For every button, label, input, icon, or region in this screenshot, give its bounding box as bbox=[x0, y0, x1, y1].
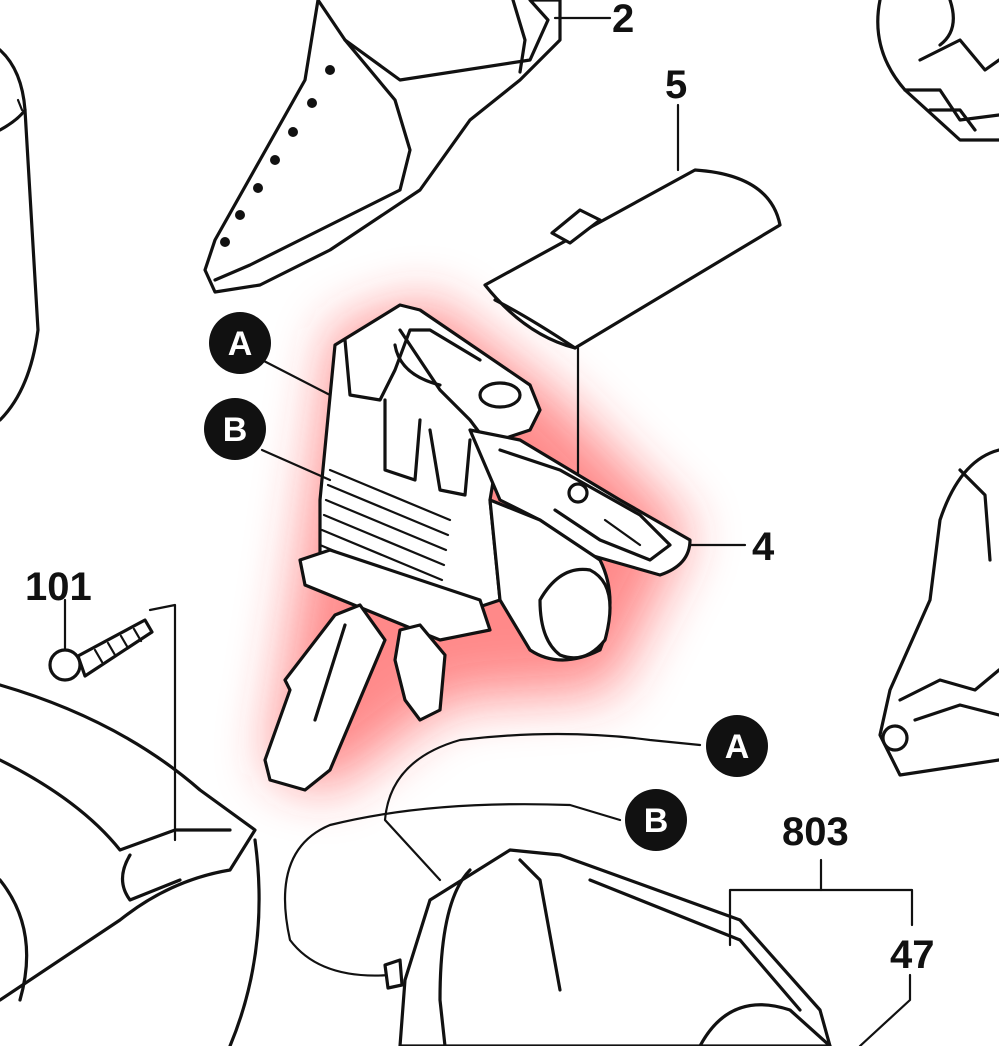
housing-right-side bbox=[878, 448, 999, 777]
badge-a-lower: A bbox=[706, 715, 768, 777]
part-label-5: 5 bbox=[665, 63, 687, 107]
badge-b-upper-text: B bbox=[223, 411, 248, 449]
part-label-4: 4 bbox=[752, 525, 775, 569]
badge-a-upper-leader bbox=[260, 358, 332, 397]
part-label-803: 803 bbox=[782, 810, 849, 854]
part-label-47: 47 bbox=[890, 933, 935, 977]
motor-assembly-803 bbox=[383, 848, 914, 1046]
badge-b-lower-text: B bbox=[644, 802, 669, 840]
housing-cylinder-left bbox=[0, 48, 40, 422]
part-4-switch-assembly bbox=[263, 303, 747, 792]
part-101-screw bbox=[48, 598, 177, 842]
badge-a-lower-text: A bbox=[725, 728, 750, 766]
housing-fragment-top-right bbox=[876, 0, 999, 142]
part-label-2: 2 bbox=[612, 0, 634, 41]
badge-b-lower: B bbox=[625, 789, 687, 851]
part-5-cover bbox=[483, 103, 782, 482]
lead-wires bbox=[283, 732, 702, 977]
badge-a-upper: A bbox=[209, 312, 271, 374]
badge-b-upper: B bbox=[204, 398, 266, 460]
housing-bottom-left bbox=[0, 683, 261, 1046]
badge-b-upper-leader bbox=[260, 448, 332, 482]
badge-a-upper-text: A bbox=[228, 325, 253, 363]
part-label-101: 101 bbox=[25, 565, 92, 609]
part-2-handle-shell bbox=[203, 0, 612, 294]
